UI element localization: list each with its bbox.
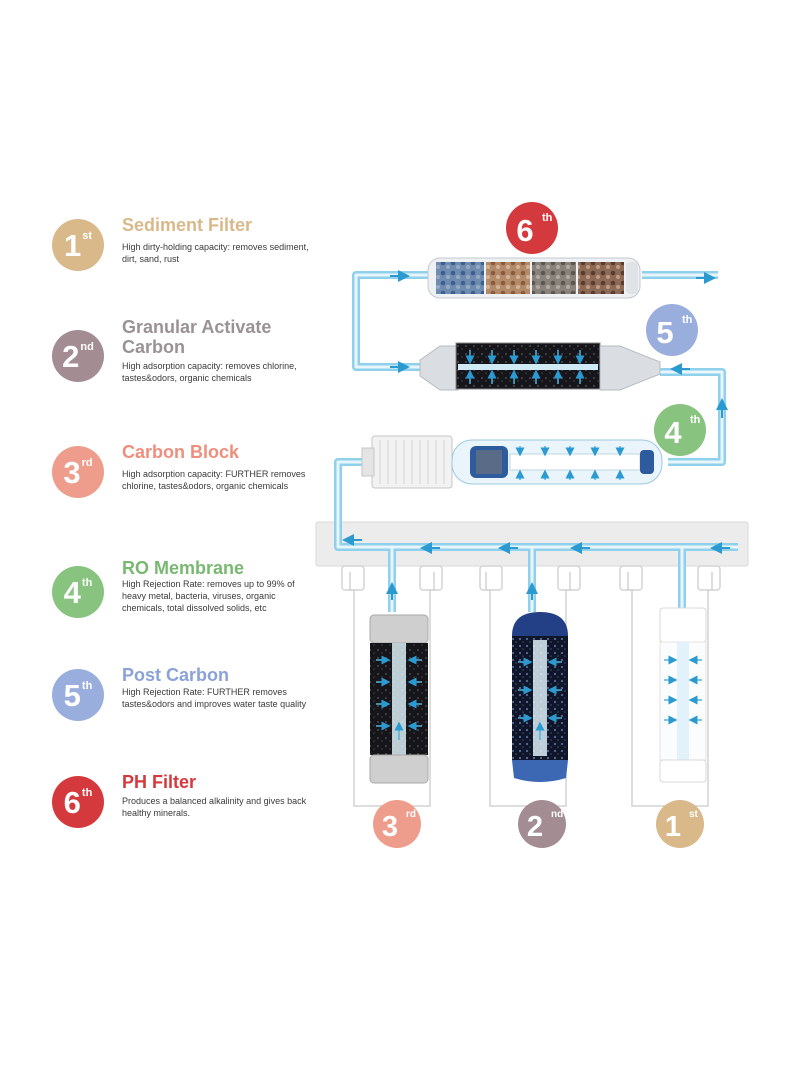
post-carbon-cartridge: [419, 342, 661, 391]
gac-cartridge: [512, 612, 568, 782]
stage-suffix: st: [82, 230, 93, 242]
stage-number: 6: [63, 784, 81, 820]
stage-suffix: nd: [80, 341, 94, 353]
stage-number: 5: [63, 677, 81, 713]
diagram-badge-number: 5: [656, 315, 673, 350]
stage-suffix: th: [81, 577, 93, 589]
diagram-badge-number: 1: [665, 811, 681, 843]
stage-title: Carbon Block: [122, 442, 240, 462]
stage-number: 3: [63, 454, 81, 490]
diagram-badge-number: 3: [382, 811, 398, 843]
diagram-badge-4: 4 th: [654, 404, 706, 456]
sediment-cartridge: [659, 607, 707, 783]
ro-membrane-housing: [361, 435, 663, 489]
diagram-badge-5: 5 th: [646, 304, 698, 356]
stage-title: Sediment Filter: [122, 215, 253, 235]
diagram-badge-number: 2: [527, 811, 543, 843]
stage-title: PH Filter: [122, 772, 197, 792]
stage-suffix: rd: [81, 457, 93, 469]
stage-number: 1: [63, 227, 82, 263]
stage-number: 2: [62, 338, 80, 374]
stage-description: High dirty-holding capacity: removes sed…: [122, 242, 309, 264]
stage-title: Post Carbon: [122, 665, 230, 685]
diagram-badge-number: 4: [664, 415, 682, 450]
stage-description: High adsorption capacity: FURTHER remove…: [122, 469, 306, 491]
diagram-badge-1: 1 st: [656, 800, 704, 848]
stage-number: 4: [63, 574, 81, 610]
carbon-block-cartridge: [369, 614, 429, 784]
flow-arrows: [342, 270, 730, 600]
stage-suffix: th: [81, 680, 93, 692]
diagram-badge-6: 6 th: [506, 202, 558, 254]
stage-description: Produces a balanced alkalinity and gives…: [122, 796, 307, 818]
diagram-badge-3: 3 rd: [373, 800, 421, 848]
stage-description: High Rejection Rate: FURTHER removes tas…: [122, 687, 307, 709]
diagram-badge-suffix: nd: [551, 809, 563, 820]
stage-suffix: th: [81, 787, 93, 799]
stage-title: Granular Activate Carbon: [122, 317, 272, 357]
stage-title: RO Membrane: [122, 558, 245, 578]
ph-filter-cartridge: [427, 257, 641, 299]
diagram-badge-suffix: th: [542, 212, 553, 224]
diagram-badge-suffix: rd: [406, 809, 416, 820]
diagram-badge-suffix: st: [689, 809, 699, 820]
stage-description: High Rejection Rate: removes up to 99% o…: [122, 579, 295, 613]
diagram-badge-suffix: th: [682, 314, 693, 326]
stage-description: High adsorption capacity: removes chlori…: [122, 361, 297, 383]
diagram-badge-number: 6: [516, 213, 533, 248]
diagram-badge-2: 2 nd: [518, 800, 566, 848]
diagram-badge-suffix: th: [690, 414, 701, 426]
